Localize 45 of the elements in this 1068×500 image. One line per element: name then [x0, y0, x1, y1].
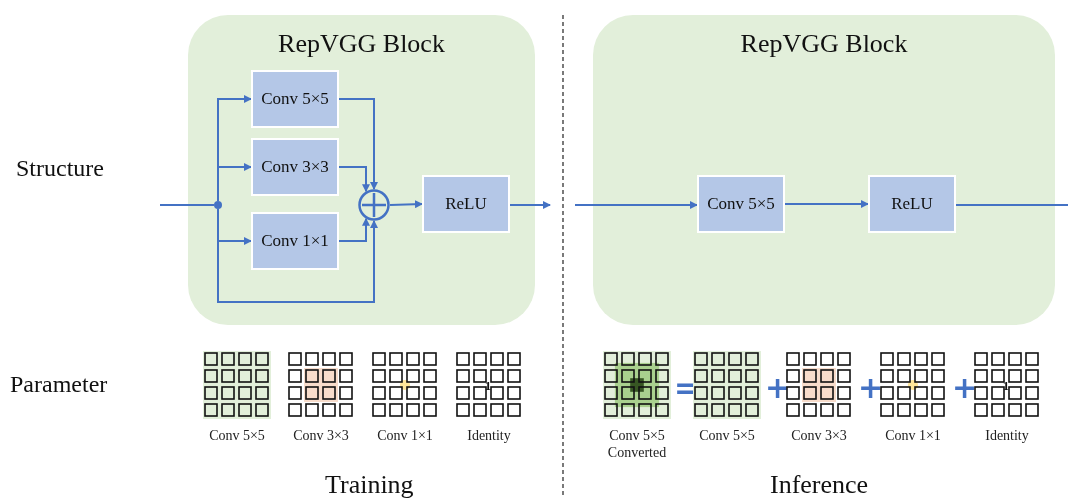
kernel-caption: Identity [466, 427, 512, 444]
kernel-caption: Conv 3×3 [790, 427, 848, 444]
layer-box: Conv 5×5 [251, 70, 339, 128]
kernel-grid [879, 351, 947, 419]
layer-box: ReLU [422, 175, 510, 233]
arrow [574, 201, 698, 209]
kernel-caption: Conv 5×5 [698, 427, 756, 444]
row-label: Structure [16, 155, 104, 182]
arrow [338, 217, 370, 242]
arrow [338, 166, 370, 193]
kernel-caption: Conv 1×1 [376, 427, 434, 444]
kernel-grid [785, 351, 853, 419]
kernel-grid: 1 [455, 351, 523, 419]
plus-sign: + [858, 370, 884, 405]
sum-circle [358, 189, 390, 221]
layer-box: Conv 5×5 [697, 175, 785, 233]
block-title: RepVGG Block [277, 29, 446, 59]
kernel-caption: Conv 5×5 [208, 427, 266, 444]
arrow [509, 201, 551, 209]
section-title: Inference [770, 470, 869, 500]
plus-sign: + [765, 370, 791, 405]
kernel-caption: Conv 1×1 [884, 427, 942, 444]
arrow [217, 163, 252, 202]
arrow [784, 200, 869, 208]
kernel-grid [287, 351, 355, 419]
junction-dot [214, 201, 222, 209]
arrow [217, 208, 378, 303]
kernel-caption: Conv 3×3 [292, 427, 350, 444]
block-title: RepVGG Block [739, 29, 909, 59]
block-panel [188, 15, 535, 325]
arrow [338, 98, 378, 190]
row-label: Parameter [10, 371, 108, 398]
block-panel [593, 15, 1055, 325]
kernel-grid [371, 351, 439, 419]
layer-box: ReLU [868, 175, 956, 233]
layer-box: Conv 3×3 [251, 138, 339, 196]
kernel-caption: Identity [984, 427, 1030, 444]
kernel-grid [603, 351, 671, 419]
kernel-grid [693, 351, 761, 419]
section-title: Training [325, 470, 414, 500]
kernel-grid [203, 351, 271, 419]
arrow [389, 200, 423, 209]
kernel-caption: Conv 5×5 Converted [606, 427, 668, 461]
kernel-grid: 1 [973, 351, 1041, 419]
layer-box: Conv 1×1 [251, 212, 339, 270]
